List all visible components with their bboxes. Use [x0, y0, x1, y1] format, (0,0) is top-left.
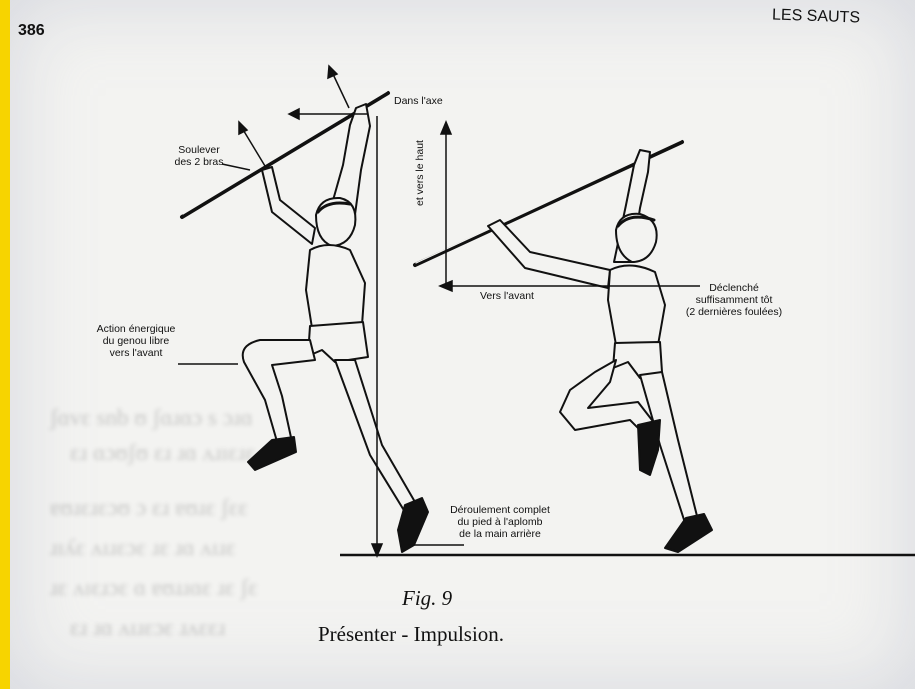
label-declenche-line3: (2 dernières foulées)	[678, 306, 790, 318]
label-declenche: Déclenché suffisamment tôt (2 dernières …	[678, 282, 790, 318]
label-deroulement-line3: de la main arrière	[438, 528, 562, 540]
label-declenche-line1: Déclenché	[678, 282, 790, 294]
label-action-genou: Action énergique du genou libre vers l'a…	[86, 323, 186, 359]
label-dans-axe: Dans l'axe	[394, 95, 443, 107]
label-deroulement-line2: du pied à l'aplomb	[438, 516, 562, 528]
label-deroulement-line1: Déroulement complet	[438, 504, 562, 516]
label-vers-avant: Vers l'avant	[480, 290, 534, 302]
label-soulever: Soulever des 2 bras	[172, 144, 226, 168]
page-number: 386	[18, 22, 45, 40]
label-soulever-line2: des 2 bras	[172, 156, 226, 168]
label-action-line3: vers l'avant	[86, 347, 186, 359]
label-et-vers-le-haut: et vers le haut	[414, 140, 426, 206]
label-deroulement: Déroulement complet du pied à l'aplomb d…	[438, 504, 562, 540]
figure-caption: Présenter - Impulsion.	[318, 622, 504, 647]
label-action-line2: du genou libre	[86, 335, 186, 347]
right-athlete	[415, 140, 712, 552]
figure-number: Fig. 9	[402, 586, 452, 611]
label-declenche-line2: suffisamment tôt	[678, 294, 790, 306]
section-title: LES SAUTS	[772, 6, 861, 27]
book-page: ʃɑvɛ snb ʊ ʃɑɹɑɔ s ɔɹɑ ɛɹ ɑɔʊʃʊ ɛɹ ɹɑ ʌɹ…	[10, 0, 915, 689]
label-action-line1: Action énergique	[86, 323, 186, 335]
label-soulever-line1: Soulever	[172, 144, 226, 156]
